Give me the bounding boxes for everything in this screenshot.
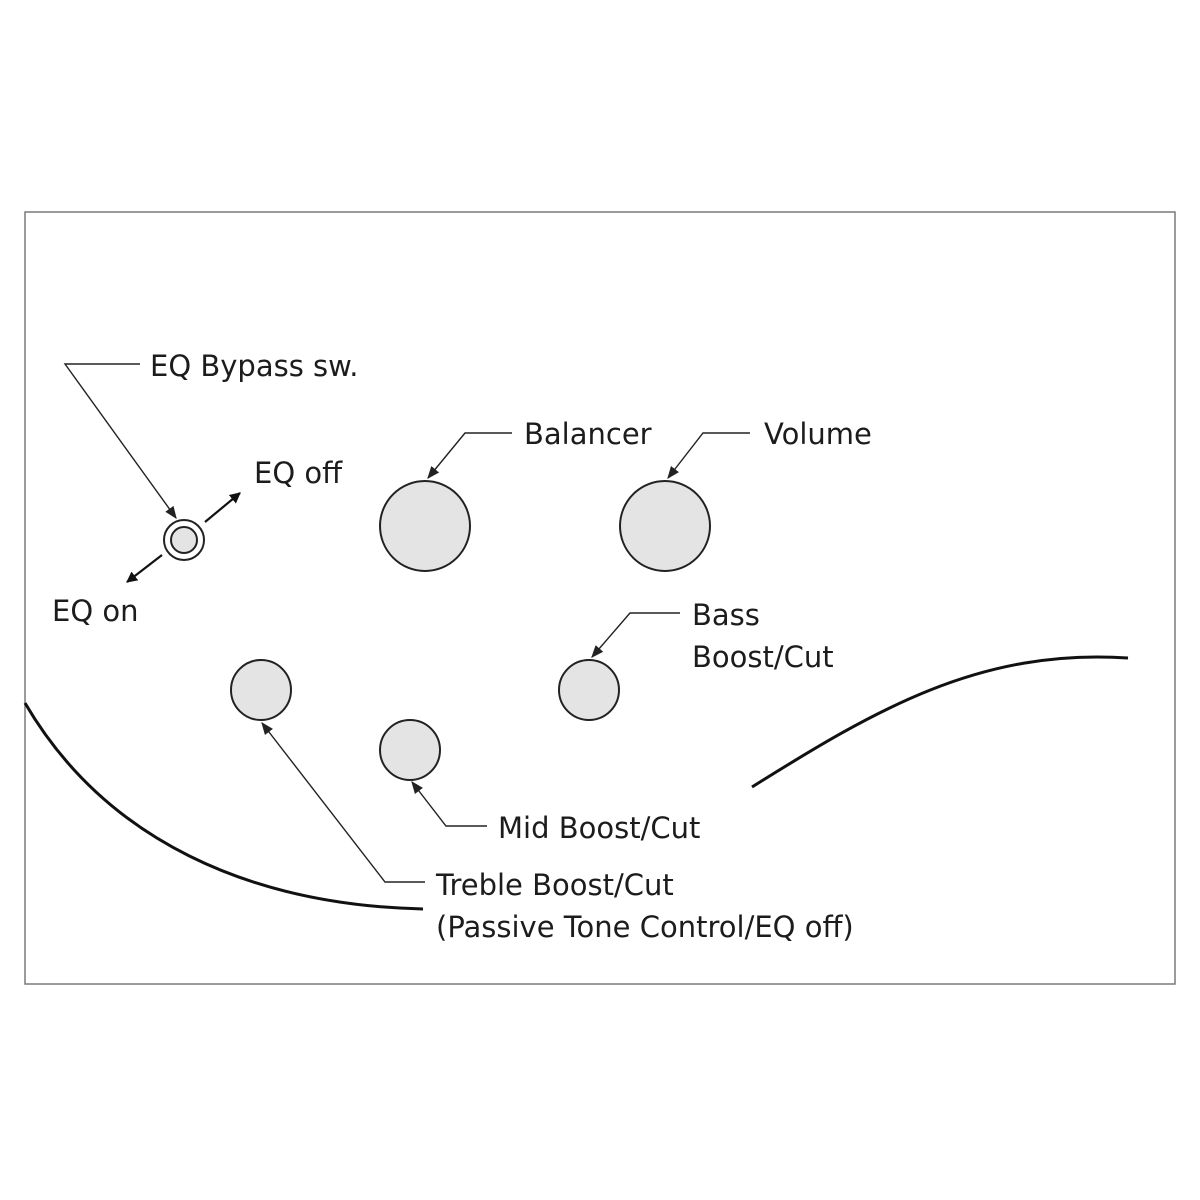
balancer-leader — [427, 432, 512, 479]
mid-label: Mid Boost/Cut — [498, 811, 700, 845]
body-edge-lower-left — [23, 702, 424, 911]
mid-leader — [411, 781, 487, 827]
volume-knob[interactable] — [619, 480, 711, 572]
treble-leader — [261, 722, 425, 883]
bass-label-line2: Boost/Cut — [692, 640, 834, 674]
eq-on-label: EQ on — [52, 594, 139, 628]
bass-label-line1: Bass — [692, 598, 760, 632]
eq-bypass-leader — [63, 363, 177, 520]
mid-knob[interactable] — [379, 719, 441, 781]
treble-label-line1: Treble Boost/Cut — [435, 868, 674, 902]
eq-bypass-label: EQ Bypass sw. — [150, 349, 358, 383]
volume-label: Volume — [764, 417, 872, 451]
eq-off-label: EQ off — [254, 456, 343, 490]
eq-off-direction-arrow — [204, 492, 241, 523]
eq-bypass-switch-cap[interactable] — [170, 526, 198, 554]
balancer-knob[interactable] — [379, 480, 471, 572]
treble-knob[interactable] — [230, 659, 292, 721]
body-edge-upper-right — [751, 655, 1129, 789]
volume-leader — [667, 432, 750, 479]
bass-knob[interactable] — [558, 659, 620, 721]
bass-leader — [591, 612, 680, 658]
treble-label-line2: (Passive Tone Control/EQ off) — [436, 910, 854, 944]
eq-on-direction-arrow — [126, 554, 163, 583]
balancer-label: Balancer — [524, 417, 652, 451]
diagram-frame — [24, 211, 1176, 985]
